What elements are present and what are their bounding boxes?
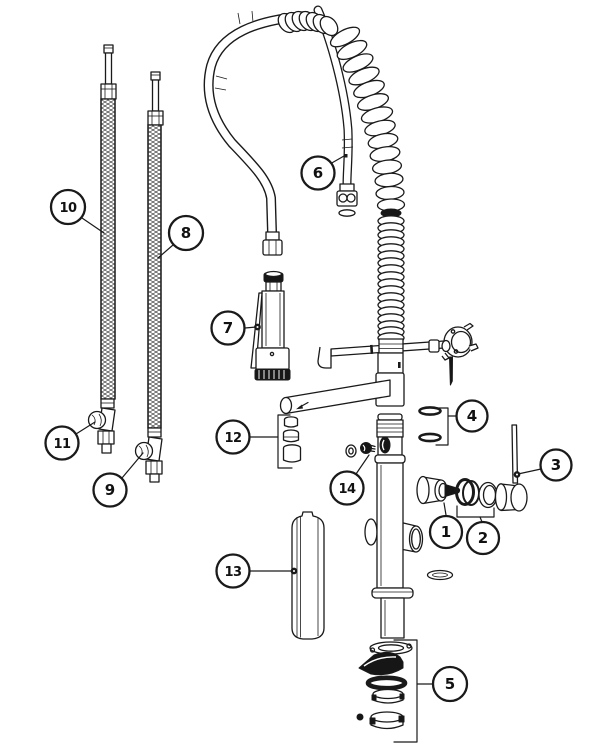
- callout-6: 6: [300, 155, 345, 191]
- svg-text:7: 7: [223, 319, 233, 337]
- handle-with-lever: [494, 424, 528, 512]
- callout-12: 12: [215, 414, 293, 469]
- callout-14: 14: [329, 454, 370, 506]
- callout-2: 2: [456, 505, 501, 556]
- svg-text:5: 5: [445, 675, 455, 693]
- svg-text:10: 10: [59, 201, 77, 216]
- svg-text:6: 6: [313, 164, 323, 182]
- svg-text:13: 13: [224, 565, 242, 580]
- check-valve-long-hose: [87, 398, 116, 454]
- svg-text:1: 1: [441, 523, 451, 541]
- callout-3: 3: [513, 448, 573, 482]
- faucet-upper-body: [279, 338, 405, 415]
- svg-text:11: 11: [53, 437, 71, 452]
- callout-9: 9: [92, 452, 144, 508]
- callout-7: 7: [210, 310, 261, 346]
- seal-ring-set: [455, 478, 498, 509]
- callout-5: 5: [393, 639, 469, 743]
- svg-text:12: 12: [224, 431, 241, 446]
- spacer-bushing-set: [282, 416, 302, 463]
- braided-supply-hose-short: [147, 71, 164, 429]
- callout-8: 8: [157, 214, 205, 259]
- callout-10: 10: [49, 188, 105, 234]
- coil-spring: [277, 10, 406, 344]
- svg-text:2: 2: [478, 529, 488, 547]
- callout-11: 11: [44, 421, 96, 461]
- riser-sleeve: [291, 511, 325, 640]
- svg-text:9: 9: [105, 481, 115, 499]
- svg-text:8: 8: [181, 224, 191, 242]
- faucet-lower-body: [364, 413, 424, 639]
- svg-text:3: 3: [551, 456, 561, 474]
- set-screw-and-washer: [345, 442, 376, 458]
- gasket-oval: [426, 569, 454, 581]
- flexible-hose: [203, 5, 358, 256]
- callout-1: 1: [428, 502, 464, 550]
- svg-text:14: 14: [338, 482, 356, 497]
- spray-valve-head: [250, 270, 291, 381]
- base-mounting-hardware-stack: [356, 641, 413, 730]
- braided-supply-hose-long: [100, 44, 117, 400]
- check-valve-short-hose: [134, 427, 163, 483]
- valve-cartridge: [416, 475, 461, 505]
- svg-text:4: 4: [467, 407, 477, 425]
- spout-tube: [279, 379, 391, 415]
- callout-13: 13: [215, 553, 298, 589]
- callout-4: 4: [435, 399, 489, 446]
- o-ring-pair: [418, 406, 442, 443]
